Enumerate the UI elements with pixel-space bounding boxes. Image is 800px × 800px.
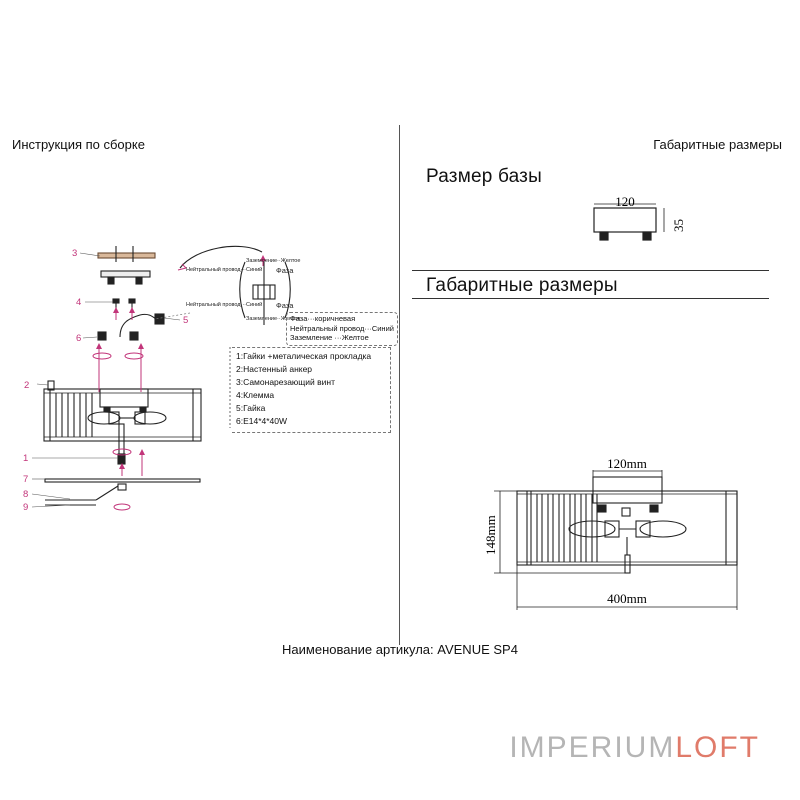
title-underline — [412, 298, 769, 299]
dimensions-heading-top: Габаритные размеры — [653, 137, 782, 152]
wire-item: Нейтральный провод···Синий — [290, 323, 394, 333]
overall-height-label: 148mm — [483, 515, 498, 555]
ground-wire-label: Заземление··Желтое — [246, 258, 300, 264]
ground-wire-label-2: Заземление··Желтое — [246, 316, 300, 322]
wire-color-box: Фаза···коричневая Нейтральный провод···С… — [286, 312, 398, 346]
callout-leaders — [31, 252, 181, 508]
neutral-wire-label: Нейтральный провод···Синий — [186, 266, 262, 273]
callout-6: 6 — [76, 333, 81, 344]
base-size-drawing — [593, 203, 665, 241]
legend-item: 1:Гайки +металическая прокладка — [236, 351, 372, 361]
section-divider — [412, 270, 769, 271]
callout-3: 3 — [72, 248, 77, 259]
legend-item: 2:Настенный анкер — [236, 364, 313, 374]
parts-legend: 1:Гайки +металическая прокладка 2:Настен… — [232, 347, 391, 433]
callout-1: 1 — [23, 453, 28, 464]
wiring-labels: Нейтральный провод···Синий Нейтральный п… — [186, 258, 300, 322]
legend-item: 4:Клемма — [236, 390, 275, 400]
brand-logo: IMPERIUMLOFT — [509, 731, 760, 765]
callout-5: 5 — [183, 315, 188, 326]
callout-4: 4 — [76, 297, 81, 308]
phase-label-top: Фаза — [276, 266, 294, 275]
base-height-label: 35 — [671, 219, 686, 232]
assembly-arrows — [92, 255, 266, 511]
overall-base-width-label: 120mm — [607, 456, 647, 471]
callout-9: 9 — [23, 502, 28, 513]
brand-part-2: LOFT — [675, 731, 760, 764]
brand-part-1: IMPERIUM — [509, 731, 676, 764]
legend-item: 5:Гайка — [236, 403, 266, 413]
base-width-label: 120 — [615, 194, 635, 209]
base-size-title: Размер базы — [426, 166, 542, 187]
phase-labels: Фаза Фаза — [276, 266, 294, 310]
overall-width-label: 400mm — [607, 591, 647, 606]
assembly-drawing — [43, 245, 291, 506]
vertical-divider — [399, 125, 400, 645]
dimensions-title: Габаритные размеры — [426, 275, 618, 296]
legend-item: 6:E14*4*40W — [236, 416, 288, 426]
article-name: Наименование артикула: AVENUE SP4 — [282, 642, 518, 657]
neutral-wire-label-2: Нейтральный провод···Синий — [186, 301, 262, 308]
callout-numbers: 3 4 6 2 1 7 8 9 5 — [23, 248, 188, 513]
wire-item: Заземление ···Желтое — [290, 333, 369, 342]
callout-2: 2 — [24, 380, 29, 391]
phase-label-bottom: Фаза — [276, 301, 294, 310]
callout-8: 8 — [23, 489, 28, 500]
legend-item: 3:Самонарезающий винт — [236, 377, 336, 387]
wire-item: Фаза···коричневая — [290, 314, 356, 323]
overall-drawing — [494, 470, 738, 610]
callout-7: 7 — [23, 474, 28, 485]
assembly-heading: Инструкция по сборке — [12, 137, 145, 152]
